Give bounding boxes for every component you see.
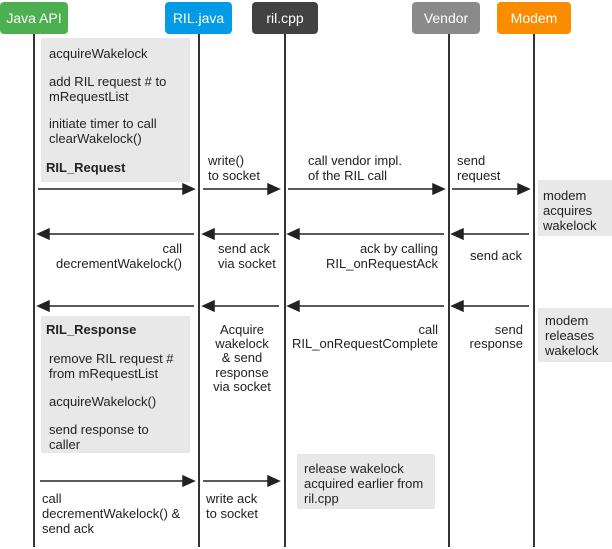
msg-acquire-wakelock-2: wakelock	[215, 336, 269, 351]
lifeline-vendor	[448, 34, 450, 547]
note-timer-1: initiate timer to call	[49, 116, 157, 131]
msg-acquire-wakelock-4: response	[215, 365, 269, 380]
arrowhead-final-java-to-riljava	[182, 474, 196, 488]
arrowhead-riljava-to-rilcpp	[267, 182, 281, 196]
arrowhead-vendor-to-rilcpp	[286, 227, 300, 241]
participant-java-api: Java API	[0, 2, 68, 34]
msg-acquire-wakelock-3: & send	[221, 350, 263, 365]
msg-send-ack-socket-2: via socket	[218, 256, 276, 271]
response-notes-box	[41, 316, 190, 453]
msg-write-ack-2: to socket	[206, 506, 259, 521]
msg-call-complete-1: call	[418, 322, 438, 337]
modem-acquires-1: modem	[543, 188, 587, 203]
note-remove-request-1: remove RIL request #	[49, 351, 174, 366]
modem-acquires-2: acquires	[543, 203, 593, 218]
arrowhead-resp-vendor-to-rilcpp	[286, 299, 300, 313]
note-add-request-1: add RIL request # to	[49, 74, 167, 89]
note-send-response-1: send response to	[49, 422, 149, 437]
participant-ril-cpp: ril.cpp	[252, 2, 318, 34]
msg-final-call-3: send ack	[42, 521, 95, 536]
participant-ril-java: RIL.java	[165, 2, 232, 34]
msg-ack-calling-2: RIL_onRequestAck	[325, 256, 438, 271]
msg-send-ack: send ack	[470, 248, 523, 263]
modem-acquires-box	[538, 180, 612, 236]
note-timer-2: clearWakelock()	[49, 131, 142, 146]
lifeline-java-api	[33, 34, 35, 547]
msg-call-complete-2: RIL_onRequestComplete	[292, 336, 438, 351]
msg-call-vendor-1: call vendor impl.	[308, 153, 402, 168]
arrowhead-resp-modem-to-vendor	[450, 299, 464, 313]
msg-write-socket-1: write()	[208, 153, 245, 168]
msg-acquire-wakelock-5: via socket	[213, 379, 271, 394]
release-note-3: ril.cpp	[304, 491, 339, 506]
release-note-2: acquired earlier from	[304, 476, 424, 491]
release-note-1: release wakelock	[304, 461, 404, 476]
msg-write-socket-2: to socket	[208, 168, 261, 183]
msg-send-response-1: send	[494, 322, 523, 337]
participant-vendor: Vendor	[412, 2, 480, 34]
modem-releases-2: releases	[545, 328, 595, 343]
arrowhead-resp-riljava-to-java	[36, 299, 50, 313]
msg-send-ack-socket-1: send ack	[218, 241, 271, 256]
arrowhead-riljava-to-java	[36, 227, 50, 241]
modem-releases-box	[538, 308, 612, 362]
arrowhead-vendor-to-modem	[517, 182, 531, 196]
msg-call-decrement-1: call	[162, 241, 182, 256]
msg-ack-calling-1: ack by calling	[359, 241, 438, 256]
note-acquire-wakelock: acquireWakelock	[49, 46, 148, 61]
arrowhead-java-to-riljava	[182, 182, 196, 196]
release-note-box	[297, 454, 435, 509]
arrowhead-rilcpp-to-riljava	[201, 227, 215, 241]
note-remove-request-2: from mRequestList	[49, 366, 159, 381]
msg-call-vendor-2: of the RIL call	[308, 168, 388, 183]
lifeline-ril-java	[198, 34, 200, 547]
request-notes-box	[41, 38, 190, 182]
modem-acquires-3: wakelock	[543, 218, 597, 233]
note-acquire-wakelock-2: acquireWakelock()	[49, 394, 157, 409]
msg-final-call-1: call	[42, 491, 62, 506]
msg-send-request-1: send	[457, 153, 486, 168]
msg-send-response-2: response	[469, 336, 523, 351]
msg-final-call-2: decrementWakelock() &	[42, 506, 181, 521]
participant-modem: Modem	[497, 2, 571, 34]
arrowhead-rilcpp-to-vendor	[432, 182, 446, 196]
arrowhead-resp-rilcpp-to-riljava	[201, 299, 215, 313]
modem-releases-3: wakelock	[545, 343, 599, 358]
note-send-response-2: caller	[49, 437, 81, 452]
note-add-request-2: mRequestList	[49, 89, 129, 104]
modem-releases-1: modem	[545, 313, 589, 328]
arrowhead-modem-to-vendor	[450, 227, 464, 241]
arrowhead-final-riljava-to-rilcpp	[267, 474, 281, 488]
ril-request-title: RIL_Request	[46, 160, 126, 175]
msg-write-ack-1: write ack	[206, 491, 258, 506]
ril-response-title: RIL_Response	[46, 322, 137, 337]
lifeline-ril-cpp	[284, 34, 286, 547]
msg-send-request-2: request	[457, 168, 501, 183]
lifeline-modem	[533, 34, 535, 547]
msg-call-decrement-2: decrementWakelock()	[56, 256, 182, 271]
msg-acquire-wakelock-1: Acquire	[219, 322, 265, 337]
